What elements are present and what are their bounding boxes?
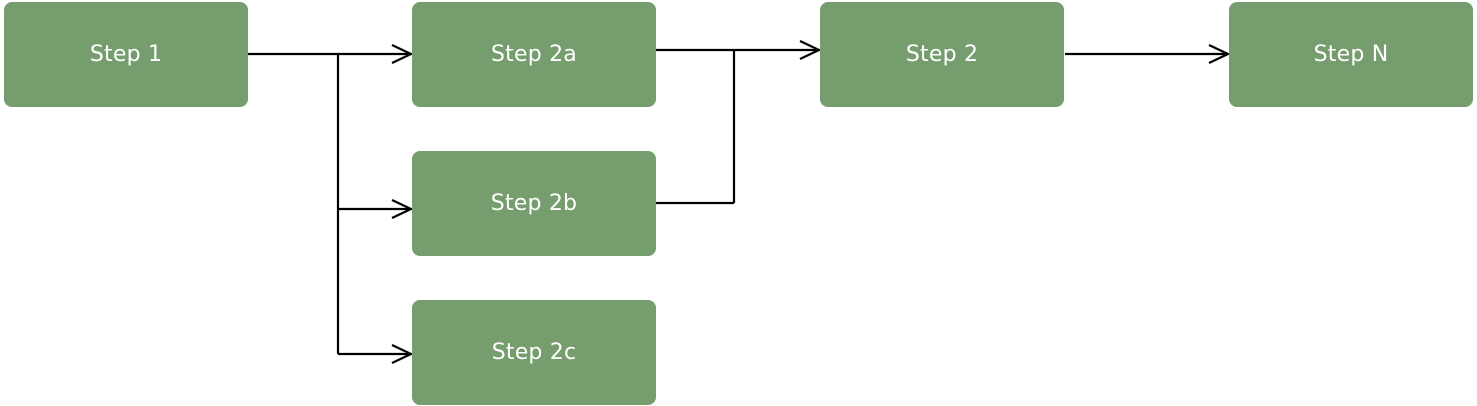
step-2b-box: Step 2b: [412, 151, 656, 256]
step-n-label: Step N: [1313, 42, 1389, 67]
step-1-label: Step 1: [89, 42, 163, 67]
step-2a-box: Step 2a: [412, 2, 656, 107]
step-2-label: Step 2: [905, 42, 979, 67]
arrowhead-stepN: [1208, 44, 1231, 64]
step-2a-label: Step 2a: [491, 42, 577, 67]
step-1-box: Step 1: [4, 2, 248, 107]
arrowhead-step2: [799, 40, 822, 60]
step-2c-box: Step 2c: [412, 300, 656, 405]
arrowhead-step2c: [391, 344, 414, 364]
step-2-box: Step 2: [820, 2, 1064, 107]
arrowhead-step2b: [391, 199, 414, 219]
step-2c-label: Step 2c: [491, 340, 577, 365]
arrowhead-step2a: [391, 44, 414, 64]
step-n-box: Step N: [1229, 2, 1473, 107]
step-2b-label: Step 2b: [490, 191, 578, 216]
